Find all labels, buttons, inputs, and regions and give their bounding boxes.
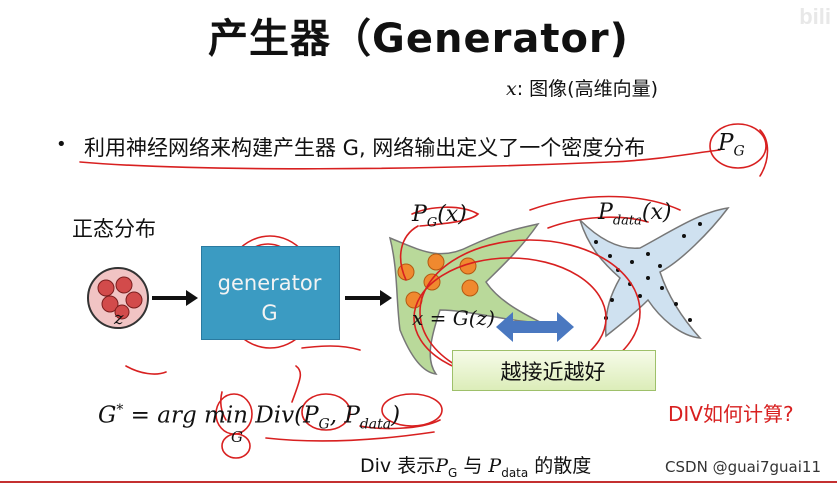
csdn-credit: CSDN @guai7guai11 [665, 458, 821, 476]
double-arrow-icon [496, 312, 574, 342]
div-note-pre: Div 表示 [360, 455, 436, 477]
bullet-pg-sub: G [733, 143, 745, 160]
formula-p2-sub: data [359, 416, 392, 433]
div-note-p2-sub: data [501, 465, 529, 480]
pdata-label-arg: (x) [641, 200, 672, 225]
generator-line2: G [261, 301, 278, 325]
objective-formula: G* = arg min Div(PG, Pdata) [98, 402, 400, 432]
arrow-to-pg [345, 290, 392, 306]
generator-box [201, 246, 340, 340]
formula-p1: P [303, 402, 319, 429]
closer-better-box [452, 350, 656, 391]
bullet-pg-math: PG [718, 130, 745, 160]
watermark-logo: bili [799, 4, 831, 29]
pg-label-sub: G [426, 215, 438, 231]
bullet-pg-main: P [718, 130, 734, 156]
div-note-post: 的散度 [528, 455, 592, 477]
div-question: DIV如何计算? [668, 402, 794, 426]
x-equals-gz: x = G(z) [412, 306, 495, 330]
x-note-text: : 图像(高维向量) [516, 78, 658, 100]
generator-line1: generator [217, 271, 322, 295]
pdata-label-sub: data [612, 213, 642, 229]
div-note-mid: 与 [457, 455, 489, 477]
generator-label: generator G [201, 268, 338, 328]
pg-label: PG(x) [412, 202, 467, 230]
red-annotations [79, 123, 769, 459]
formula-rest: = arg min Div( [123, 402, 304, 429]
div-note-p1-sub: G [448, 465, 458, 480]
pdata-label-main: P [598, 200, 613, 225]
page-title: 产生器（Generator) [208, 16, 629, 62]
arrow-to-generator [152, 290, 198, 306]
formula-p2: P [344, 402, 360, 429]
bullet-dot: • [56, 134, 67, 155]
x-var: x [506, 78, 517, 100]
formula-close: ) [391, 402, 401, 429]
pdata-label: Pdata(x) [598, 200, 671, 228]
pg-label-arg: (x) [437, 202, 467, 227]
div-note-p1: P [435, 455, 448, 477]
div-note-p2: P [488, 455, 502, 477]
pdata-distribution-shape [579, 207, 730, 339]
bullet-text: 利用神经网络来构建产生器 G, 网络输出定义了一个密度分布 [84, 136, 646, 160]
div-explanation: Div 表示PG 与 Pdata 的散度 [360, 451, 591, 480]
closer-better-label: 越接近越好 [500, 360, 606, 384]
normal-distribution-label: 正态分布 [72, 217, 156, 241]
formula-comma: , [329, 402, 345, 429]
formula-lhs: G [98, 402, 117, 429]
normal-distribution-icon [87, 267, 149, 329]
pg-label-main: P [412, 202, 427, 227]
x-note: x: 图像(高维向量) [506, 74, 658, 101]
pg-samples [397, 253, 479, 309]
formula-p1-sub: G [318, 416, 330, 433]
z-label: z [114, 308, 124, 329]
formula-star: * [116, 402, 124, 418]
formula-argmin-subscript: G [231, 428, 243, 446]
